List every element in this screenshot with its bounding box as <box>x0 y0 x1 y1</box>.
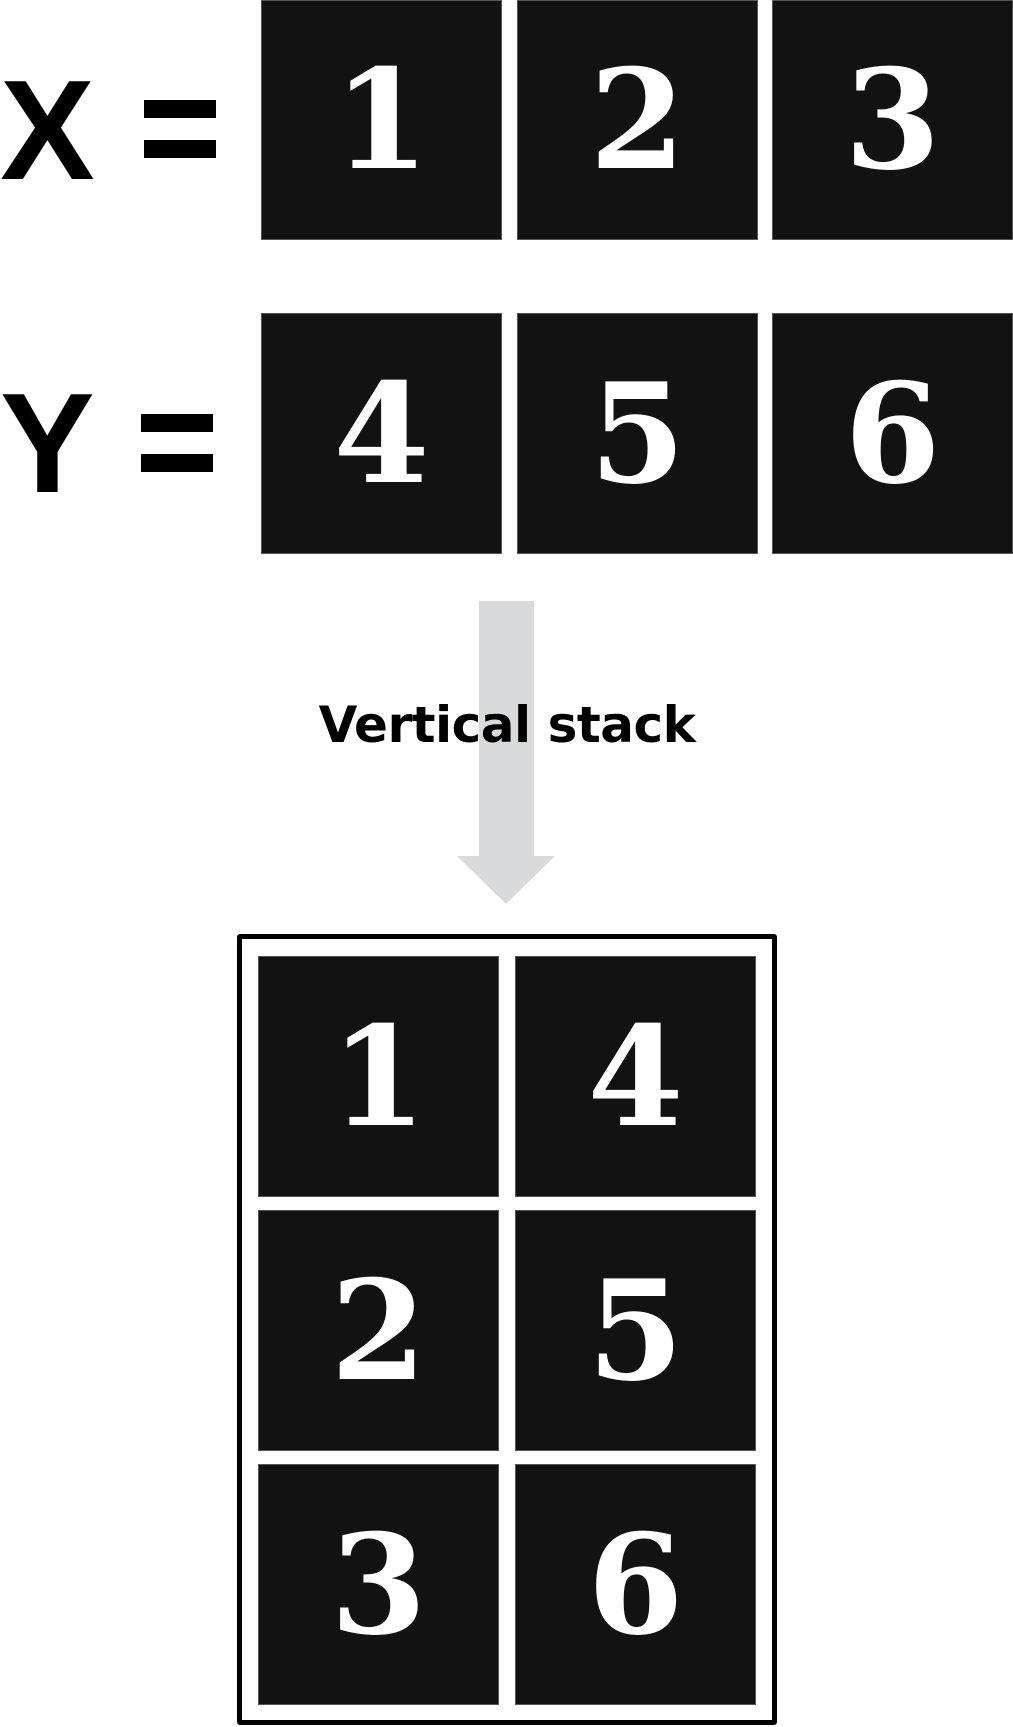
y-value-3: 6 <box>844 351 941 515</box>
operation-label: Vertical stack <box>318 696 696 754</box>
result-cell-r1c1: 1 <box>258 956 499 1197</box>
result-cell-r2c1: 2 <box>258 1210 499 1451</box>
x-cell-1: 1 <box>261 0 502 240</box>
result-cell-r3c2: 6 <box>515 1464 756 1705</box>
x-equals-sign <box>144 100 216 158</box>
result-value: 4 <box>587 994 684 1158</box>
y-variable-label: Y <box>0 364 95 523</box>
y-equals-sign <box>141 414 213 472</box>
result-value: 1 <box>330 994 427 1158</box>
x-variable-label: X <box>0 51 95 210</box>
result-frame <box>237 934 777 1725</box>
y-value-2: 5 <box>589 351 686 515</box>
x-cell-2: 2 <box>517 0 758 240</box>
arrow-head <box>457 856 555 904</box>
y-value-1: 4 <box>333 351 430 515</box>
result-cell-r1c2: 4 <box>515 956 756 1197</box>
x-value-1: 1 <box>333 38 430 201</box>
x-value-2: 2 <box>589 38 686 201</box>
result-value: 2 <box>330 1248 427 1412</box>
y-cell-2: 5 <box>517 313 758 554</box>
result-cell-r3c1: 3 <box>258 1464 499 1705</box>
y-cell-3: 6 <box>772 313 1013 554</box>
result-cell-r2c2: 5 <box>515 1210 756 1451</box>
result-value: 6 <box>587 1502 684 1666</box>
x-value-3: 3 <box>844 38 941 201</box>
arrow-shaft <box>479 601 534 857</box>
result-value: 3 <box>330 1502 427 1666</box>
x-cell-3: 3 <box>772 0 1013 240</box>
y-cell-1: 4 <box>261 313 502 554</box>
result-value: 5 <box>587 1248 684 1412</box>
